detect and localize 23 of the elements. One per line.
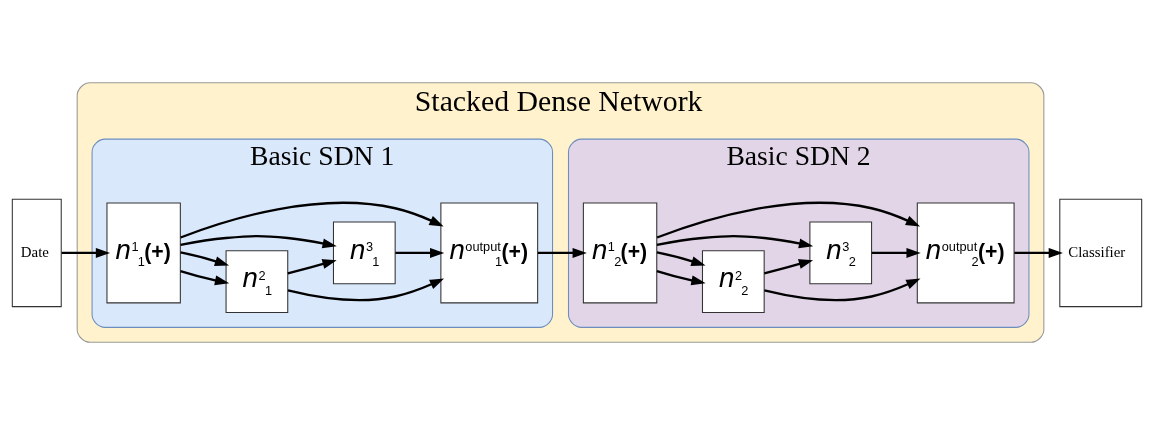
- arrow: [180, 201, 444, 239]
- arrow: [656, 234, 814, 248]
- arrow: [537, 247, 587, 258]
- arrow: [1014, 247, 1063, 258]
- node-box: n$^{1}$$_{2}$(+): [582, 201, 658, 303]
- arrow: [871, 247, 921, 258]
- arrow: [764, 278, 921, 301]
- arrow: [656, 269, 706, 285]
- arrow: [180, 269, 230, 285]
- node-box: Classifier: [1059, 198, 1143, 307]
- arrow: [180, 234, 337, 248]
- arrow: [61, 247, 111, 258]
- arrow: [656, 250, 706, 266]
- node-box: n$^{output}$$_{2}$(+): [916, 201, 1015, 303]
- node-box: n$^{1}$$_{1}$(+): [106, 201, 181, 303]
- arrow: [763, 258, 814, 275]
- arrow: [395, 247, 445, 258]
- arrow: [287, 258, 337, 275]
- node-box: Date: [11, 198, 62, 307]
- arrow: [180, 250, 230, 266]
- arrow: [656, 201, 921, 239]
- arrow: [287, 278, 445, 301]
- node-box: n$^{output}$$_{1}$(+): [440, 201, 539, 303]
